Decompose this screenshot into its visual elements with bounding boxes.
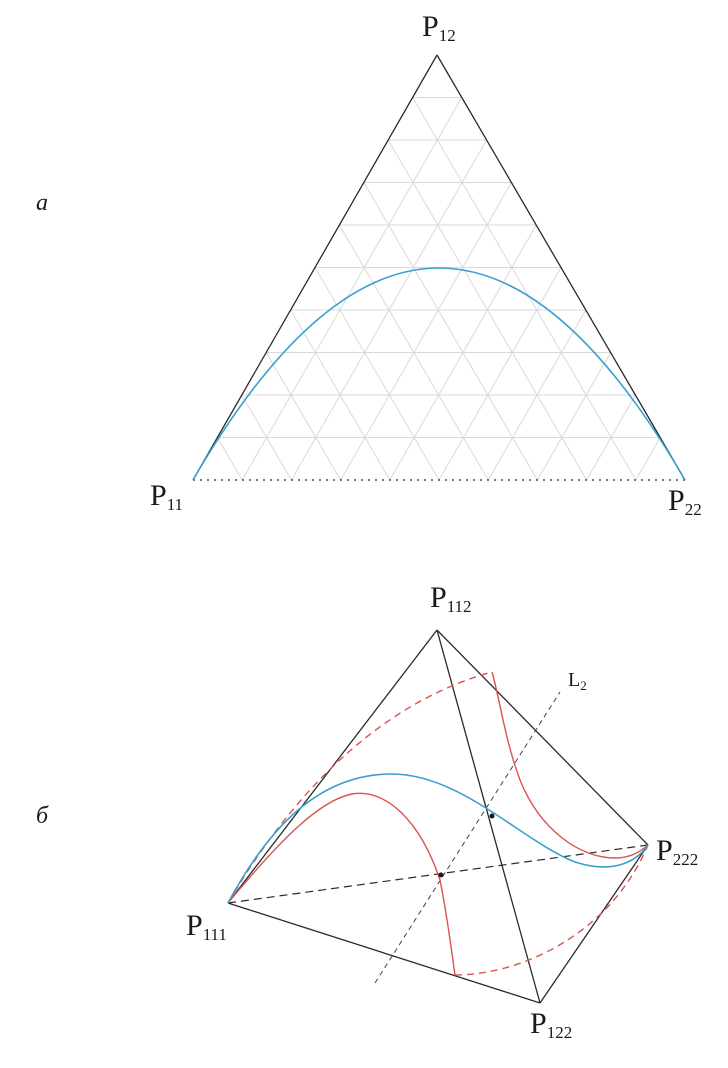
grid-line — [635, 437, 661, 481]
grid-line — [290, 309, 391, 481]
grid-line — [314, 267, 440, 481]
red-solid-curve-right — [491, 671, 649, 859]
edge-p112-p122 — [436, 629, 541, 1004]
line-label-l2: L2 — [568, 669, 587, 693]
edge-p111-p122 — [227, 902, 541, 1004]
panel-a-label: а — [36, 190, 48, 216]
edge-p11-p12 — [192, 54, 438, 481]
grid-line — [216, 437, 243, 481]
grid-line — [487, 309, 587, 481]
grid-line — [265, 352, 342, 481]
grid-line — [241, 97, 463, 481]
red-dashed-curve-upper — [227, 671, 493, 904]
grid-line — [586, 394, 636, 481]
edge-p112-p222 — [436, 629, 649, 846]
panel-a: а P12 P11 P22 — [36, 10, 702, 519]
vertex-label-p111: P111 — [186, 909, 227, 944]
grid-line — [412, 97, 637, 481]
vertex-label-p22: P22 — [668, 484, 702, 519]
grid-line — [241, 394, 292, 481]
grid-line — [438, 267, 562, 481]
vertex-label-p12: P12 — [422, 10, 456, 45]
grid-line — [363, 182, 538, 481]
vertex-label-p122: P122 — [530, 1007, 572, 1042]
line-l2 — [374, 691, 561, 984]
red-dashed-curve-lower — [454, 844, 649, 976]
grid-line — [536, 352, 612, 481]
blue-curve-b — [227, 773, 649, 904]
grid-line — [340, 182, 512, 481]
edge-p122-p222 — [539, 844, 649, 1004]
triangle-grid — [216, 97, 661, 481]
edge-p12-p22 — [436, 54, 686, 481]
blue-curve-a — [192, 267, 686, 481]
red-solid-curve-left — [227, 792, 456, 976]
vertex-label-p112: P112 — [430, 581, 472, 616]
vertex-label-p11: P11 — [150, 479, 183, 514]
panel-b-label: б — [36, 803, 49, 829]
intersection-point-upper — [489, 813, 495, 819]
intersection-point-lower — [438, 872, 444, 878]
vertex-label-p222: P222 — [656, 834, 698, 869]
panel-b: б P112 P111 P222 P122 L2 — [36, 581, 698, 1042]
